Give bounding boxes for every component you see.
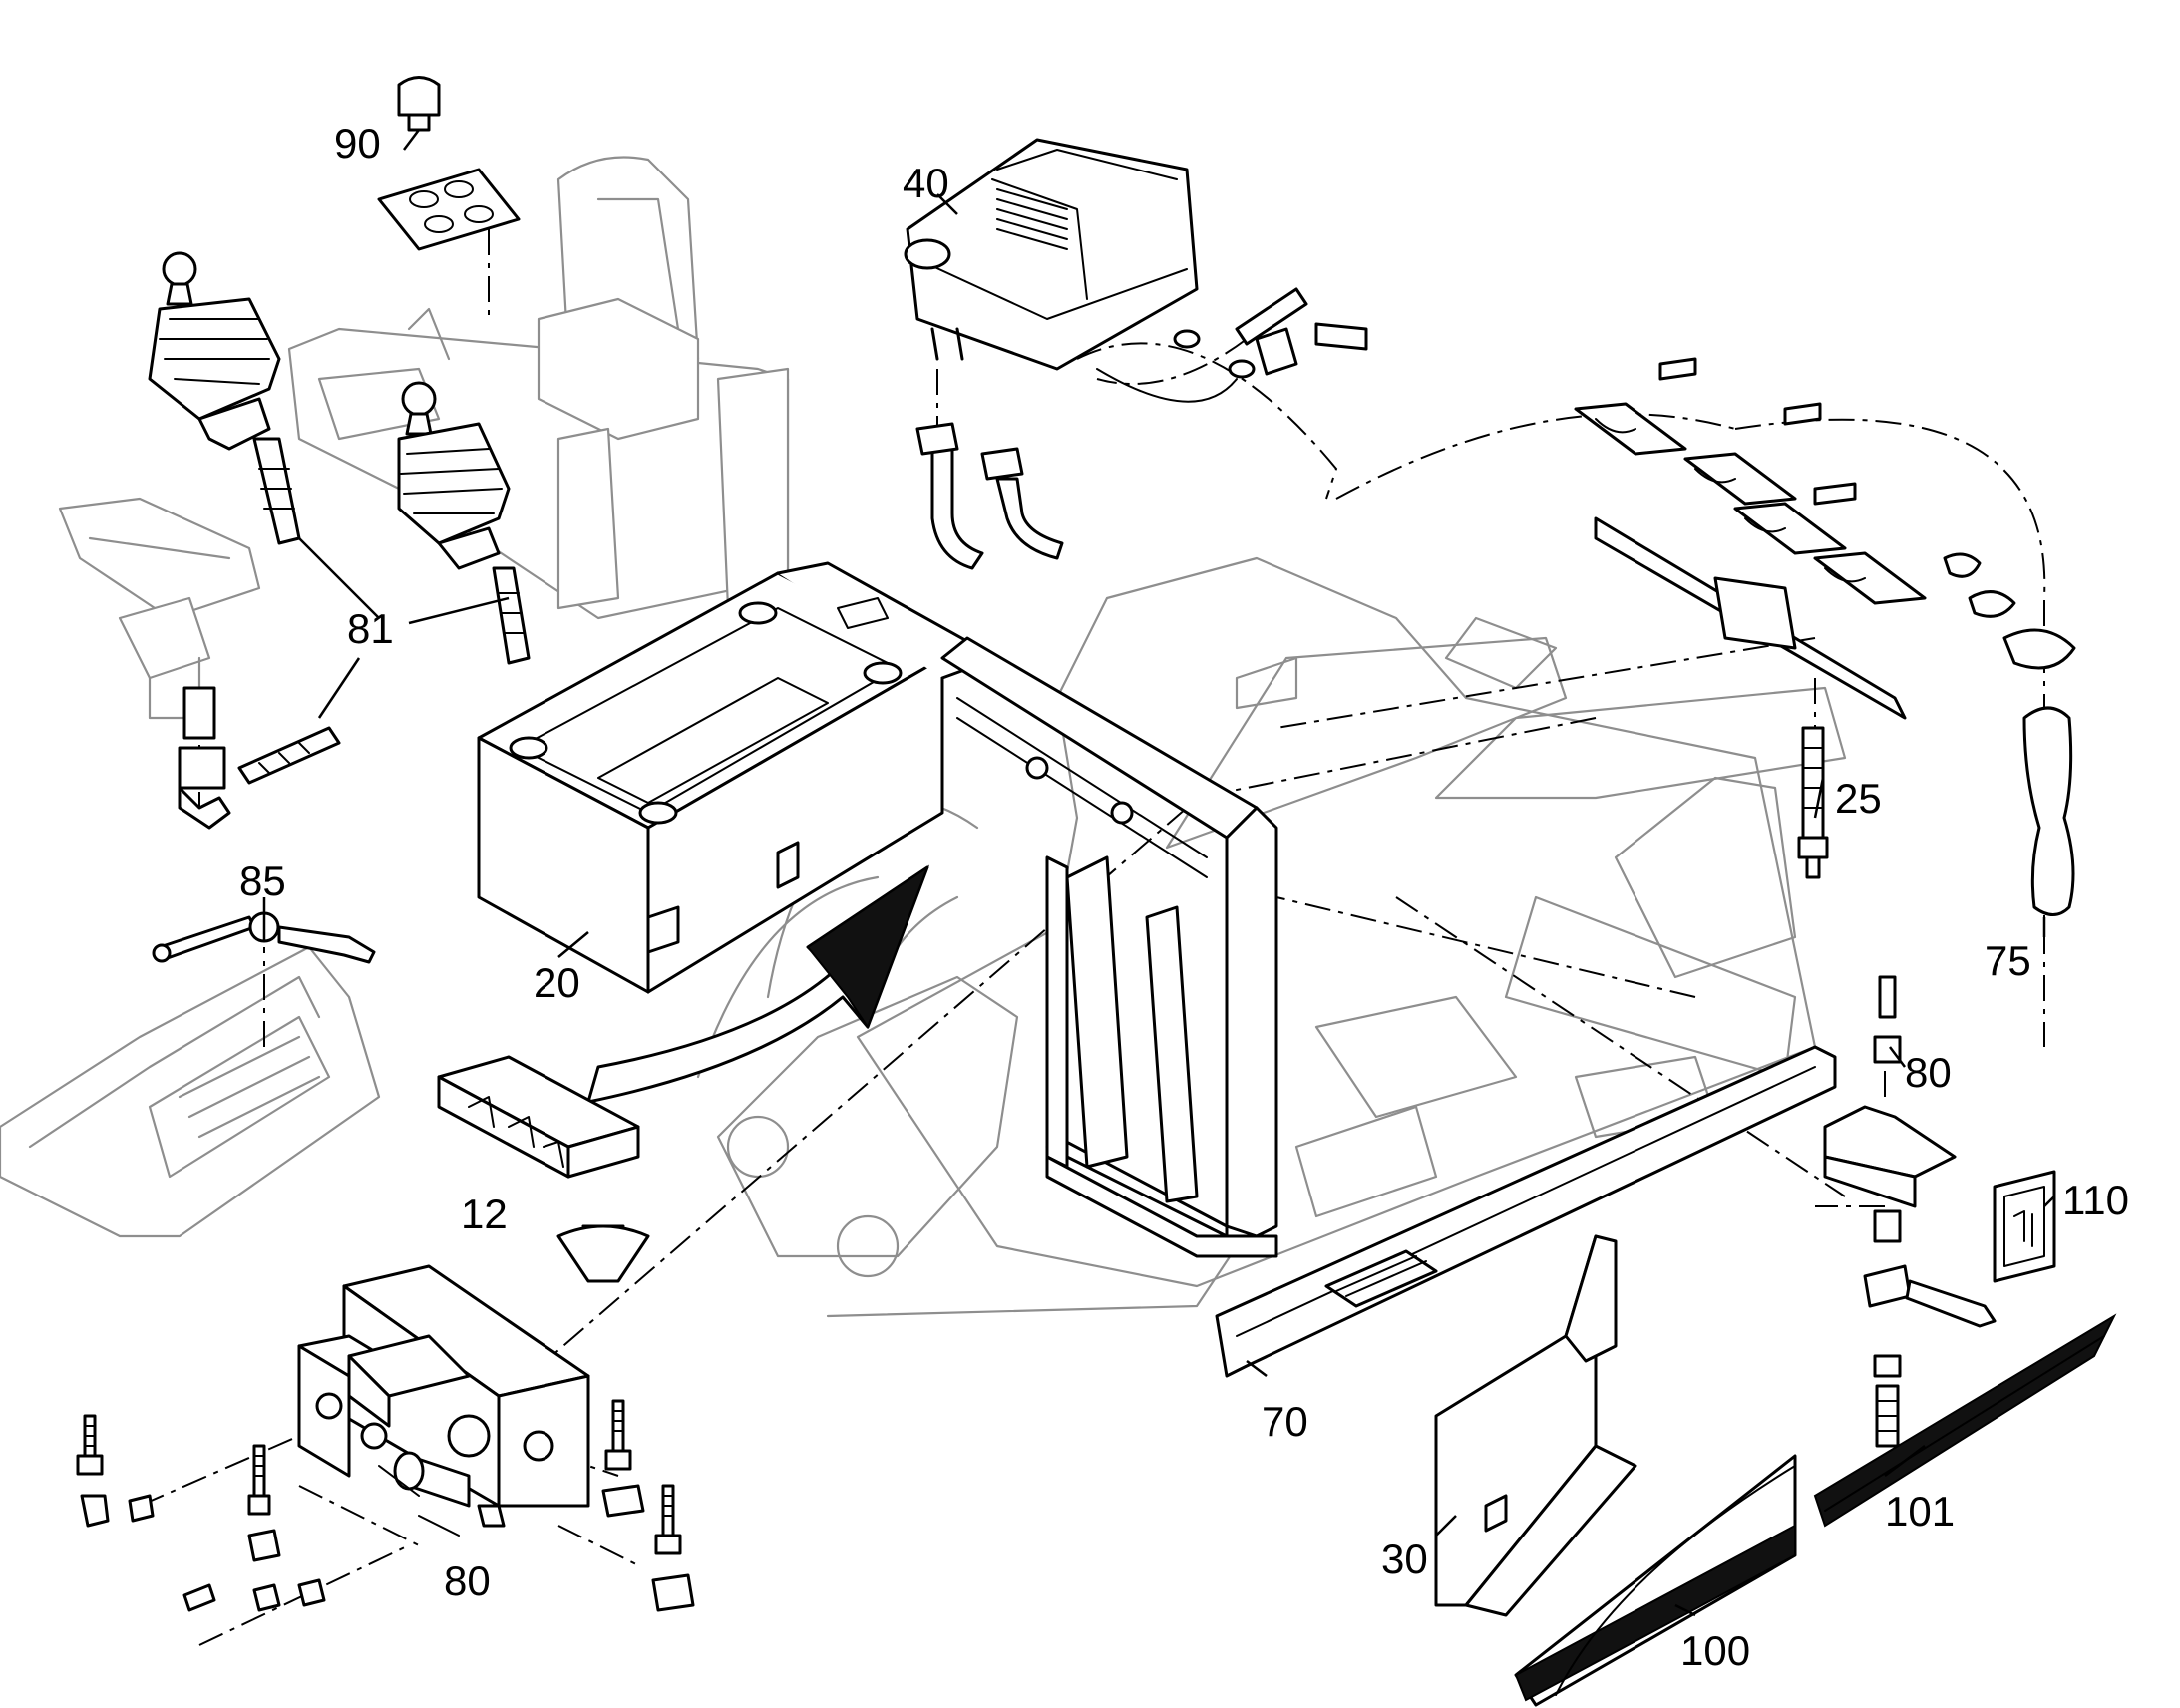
- callout-20: 20: [534, 959, 580, 1006]
- callout-80-left: 80: [444, 1557, 491, 1604]
- step-rail-part-70: [1215, 1045, 1837, 1378]
- floor-mat-ghost: [0, 945, 381, 1238]
- assembly-arrow: [586, 864, 930, 1104]
- ac-hoses: [915, 422, 1064, 570]
- callout-25: 25: [1835, 775, 1882, 822]
- damper-part-12: [437, 1055, 650, 1283]
- ac-unit-part-40: [904, 138, 1368, 403]
- pedal-assembly-ghost: [58, 497, 261, 720]
- operator-seat-ghost: [287, 156, 790, 620]
- callout-12: 12: [461, 1191, 508, 1237]
- hose-part-25: [1797, 726, 1829, 879]
- callout-30: 30: [1381, 1536, 1428, 1582]
- sleeve-part-75: [2022, 706, 2075, 916]
- box-support-frame: [940, 636, 1278, 1258]
- callout-100: 100: [1680, 1627, 1750, 1674]
- key-switch-part-90: [377, 76, 521, 251]
- stripe-part-100: [1514, 1454, 1797, 1707]
- callout-81: 81: [347, 605, 394, 652]
- callout-101: 101: [1885, 1488, 1955, 1535]
- joystick-part-81: [148, 251, 531, 830]
- callout-40: 40: [903, 160, 949, 206]
- leader-lines: [262, 129, 2055, 1617]
- storage-box-part-20: [477, 561, 999, 994]
- callout-75: 75: [1985, 937, 2031, 984]
- valve-part-80-right: [1823, 975, 1997, 1448]
- lever-part-85: [152, 911, 376, 964]
- callout-90: 90: [334, 120, 381, 167]
- callout-85: 85: [239, 857, 286, 904]
- valve-block-part-80-left: [76, 1264, 695, 1612]
- callout-80-right: 80: [1905, 1049, 1952, 1096]
- callout-110: 110: [2062, 1177, 2129, 1223]
- decal-part-110: [1993, 1170, 2056, 1283]
- callout-labels: 90 40 81 85 20 12 80 25 75 80 110 70 101…: [239, 120, 2129, 1674]
- stripe-part-101: [1813, 1313, 2117, 1528]
- clamp-rack: [1574, 357, 2076, 720]
- callout-70: 70: [1262, 1398, 1308, 1445]
- door-panel-part-30: [1434, 1234, 1637, 1617]
